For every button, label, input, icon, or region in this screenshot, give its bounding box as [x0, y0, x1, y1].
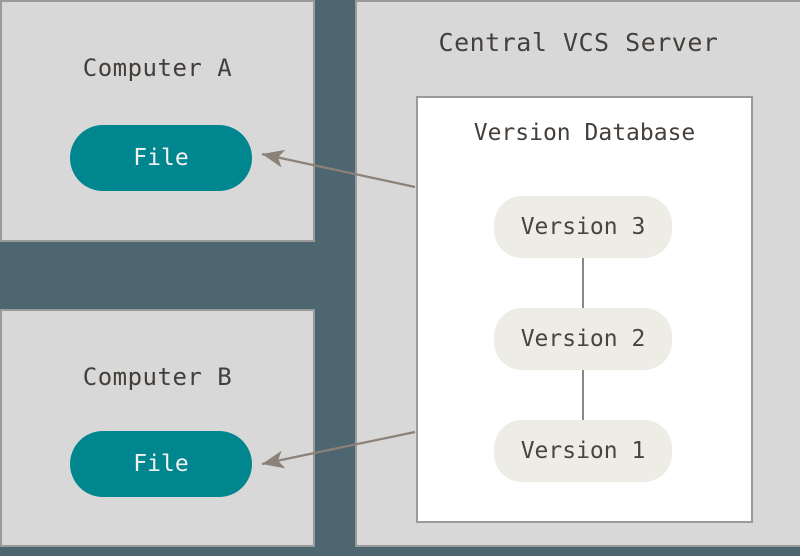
computer-a-file-label: File — [133, 145, 189, 171]
central-vcs-server-title: Central VCS Server — [438, 28, 719, 57]
computer-a-file-node[interactable]: File — [70, 125, 252, 191]
version-node-2-label: Version 2 — [520, 326, 646, 352]
version-database-box: Version Database Version 3 Version 2 Ver… — [416, 96, 753, 523]
computer-a-panel: Computer A File — [0, 0, 315, 242]
version-node-2[interactable]: Version 2 — [494, 308, 672, 370]
computer-b-panel: Computer B File — [0, 309, 315, 547]
version-node-3[interactable]: Version 3 — [494, 196, 672, 258]
version-link-2-to-1 — [582, 370, 584, 420]
version-node-1-label: Version 1 — [520, 438, 646, 464]
computer-a-title: Computer A — [82, 54, 233, 82]
version-node-1[interactable]: Version 1 — [494, 420, 672, 482]
version-link-3-to-2 — [582, 258, 584, 308]
computer-b-file-node[interactable]: File — [70, 431, 252, 497]
computer-b-file-label: File — [133, 451, 189, 477]
version-database-title: Version Database — [473, 120, 696, 146]
central-vcs-server-panel: Central VCS Server Version Database Vers… — [355, 0, 800, 547]
version-node-3-label: Version 3 — [520, 214, 646, 240]
computer-b-title: Computer B — [82, 363, 233, 391]
